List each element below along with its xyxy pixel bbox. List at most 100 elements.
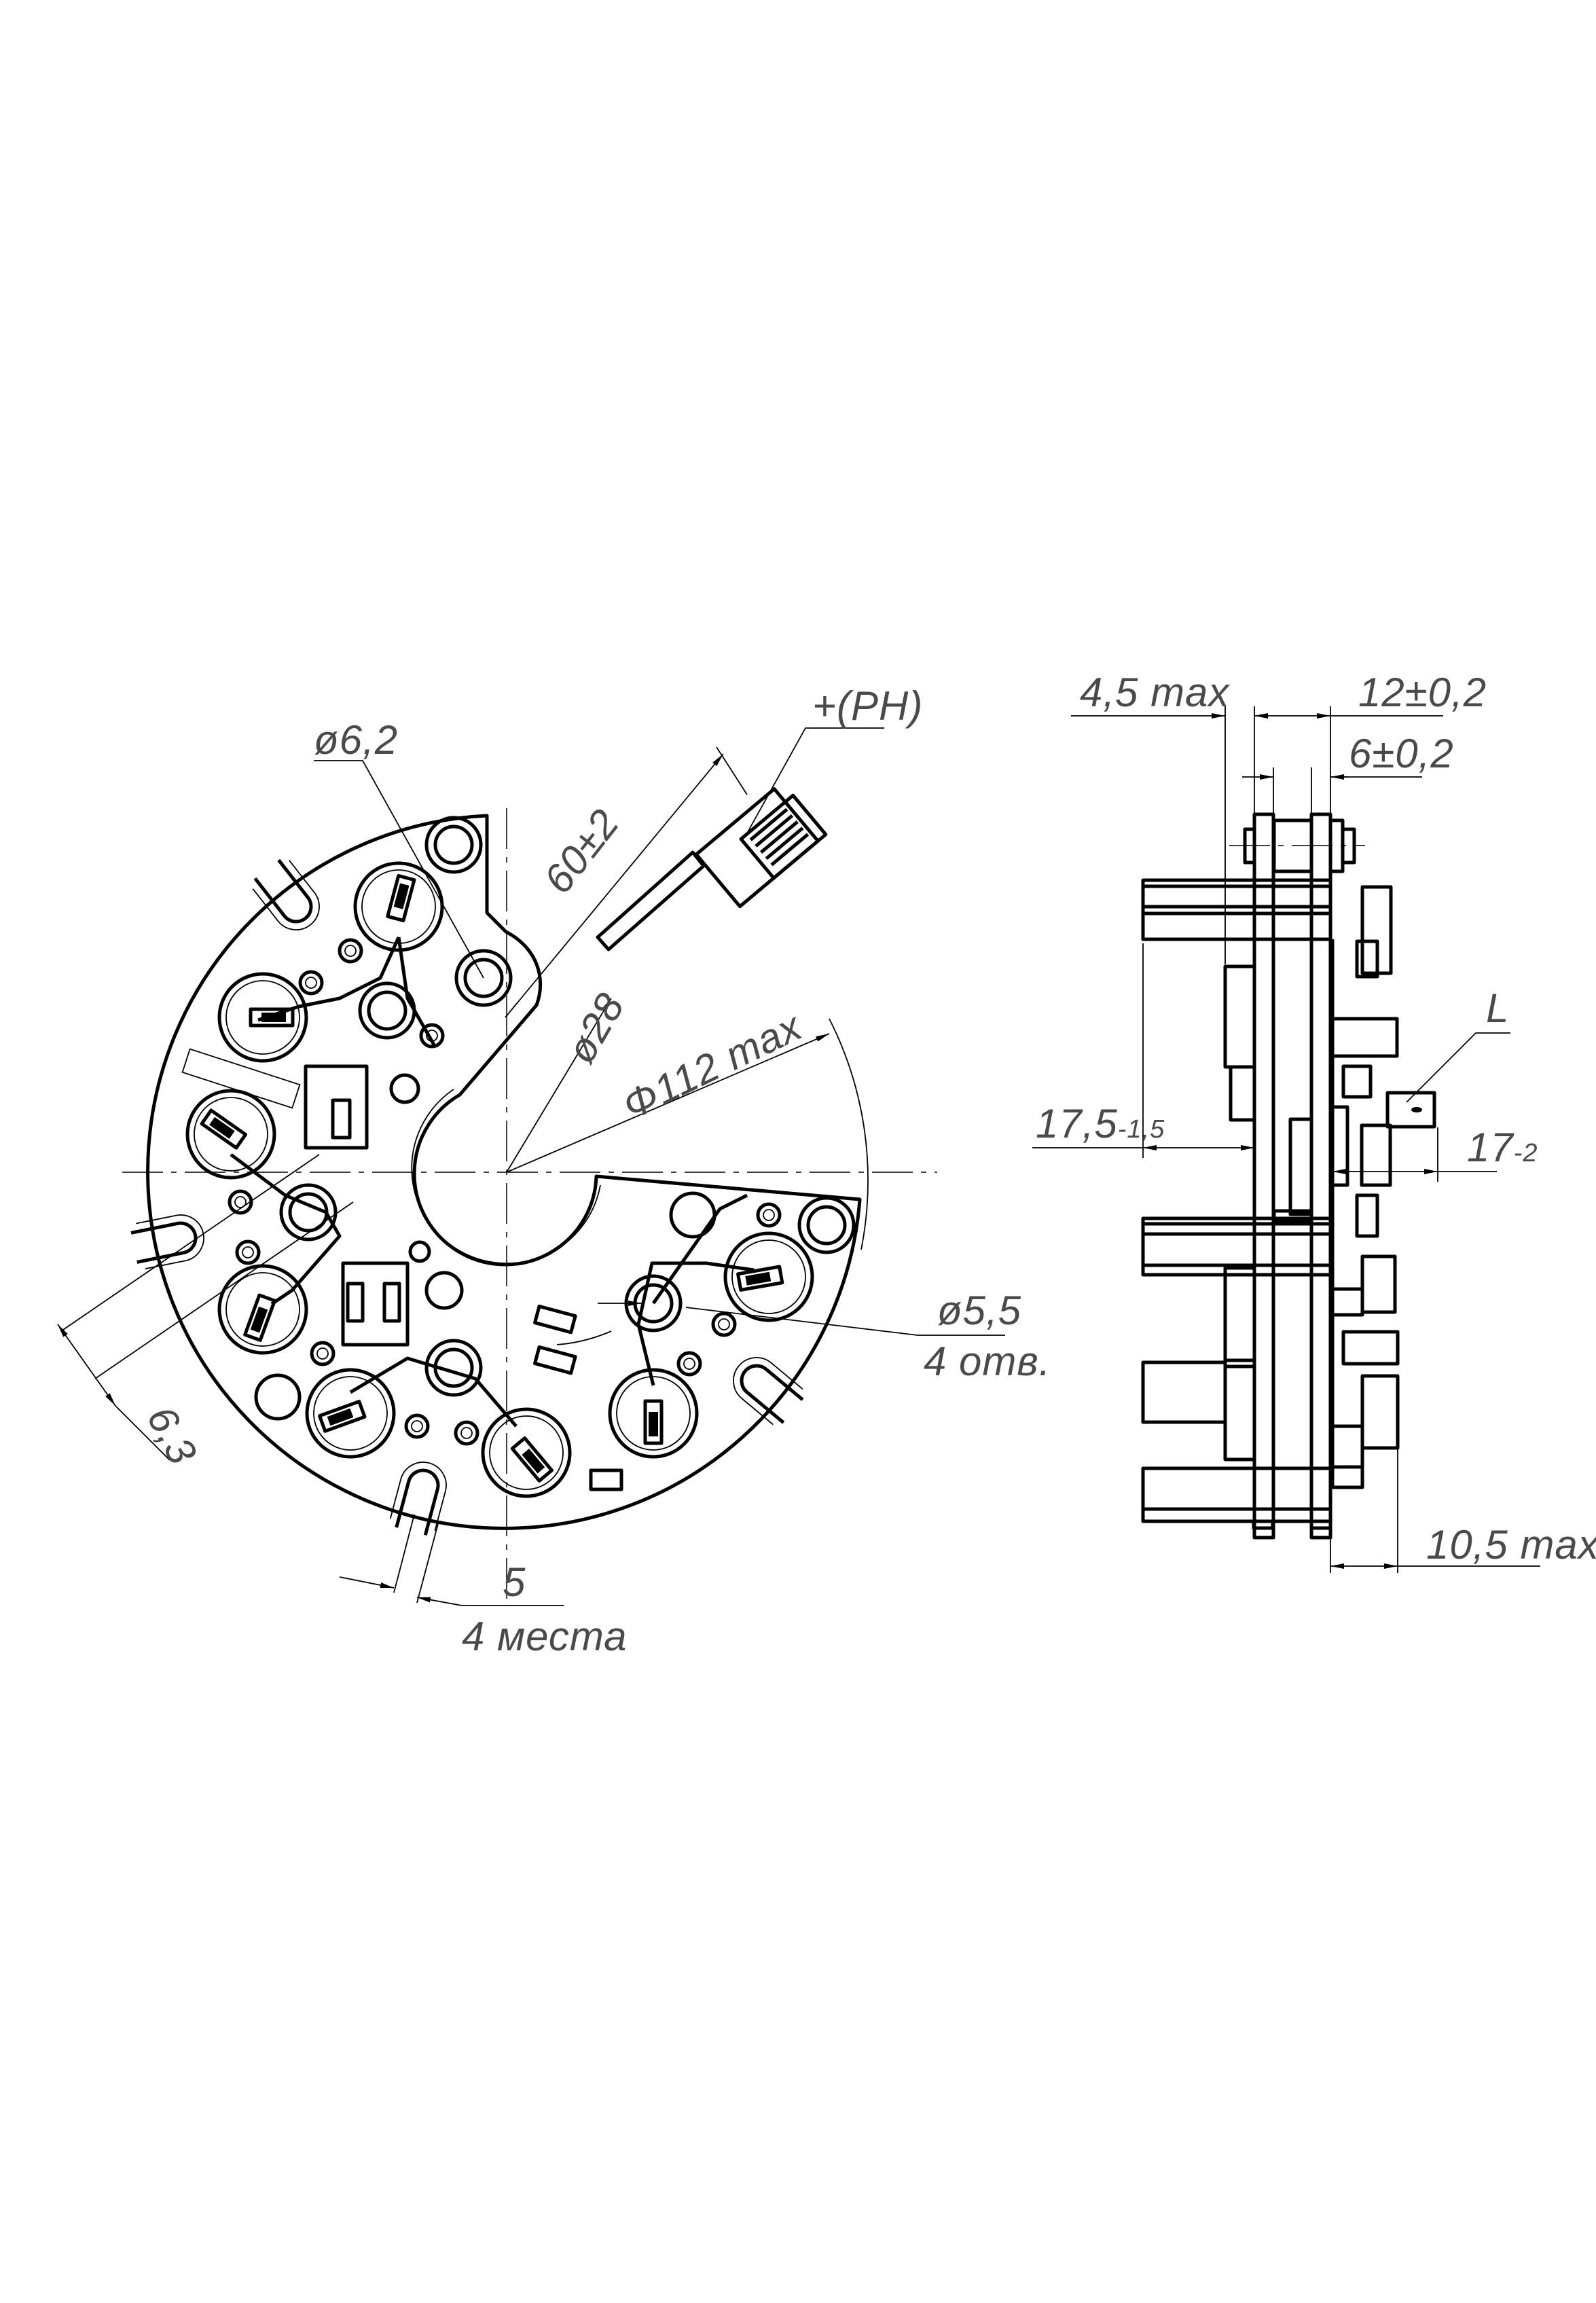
diode-body: [1223, 964, 1256, 1069]
hole: [424, 1271, 464, 1310]
small-hole: [456, 1422, 477, 1444]
component: [1341, 1064, 1373, 1099]
side-view: 4,5 max 12±0,2 6±0,2 L 17,5-1,5 17-2 10,: [1032, 670, 1596, 1573]
ext-line: [716, 746, 748, 795]
leader-mount-holes: [685, 1307, 1005, 1336]
diode-body: [1141, 1360, 1227, 1424]
hole: [254, 1373, 302, 1421]
dim-height1: 17,5-1,5: [1036, 1101, 1165, 1146]
rectifier-plate-outline: [146, 814, 862, 1530]
dim-offset: 6,3: [139, 1399, 206, 1472]
insulator-bar: [1141, 878, 1332, 941]
component: [1330, 1105, 1349, 1187]
component: [1360, 1254, 1397, 1314]
front-view: ø6,2 60±2 +(PH) ø28 Φ112 max ø5,5 4 отв.…: [57, 683, 1051, 1659]
small-hole: [678, 1353, 700, 1375]
dim-slot-width: 5: [503, 1559, 526, 1605]
small-hole: [237, 1241, 259, 1263]
component: [533, 1345, 577, 1375]
holes: [230, 818, 854, 1444]
mounting-slot: [388, 1457, 451, 1537]
component: [1360, 1123, 1392, 1187]
diode: [170, 1074, 291, 1195]
plate: [636, 1193, 755, 1386]
ext-line: [94, 1201, 354, 1379]
terminal-ph: [596, 787, 828, 951]
diode-body: [1223, 1266, 1256, 1362]
dim-line-ext: [115, 1405, 170, 1461]
dim-back-depth: 10,5 max: [1426, 1522, 1596, 1567]
dim-hole-diameter: ø6,2: [314, 717, 398, 763]
connecting-plates: [181, 936, 755, 1491]
component: [1360, 1374, 1400, 1450]
ext-line: [60, 1154, 320, 1332]
terminal-hole: [1411, 1107, 1422, 1112]
plate-negative: [1309, 812, 1332, 1540]
component: [533, 1304, 577, 1335]
small-hole: [312, 1343, 333, 1364]
diode-cap: [1229, 1065, 1256, 1122]
dim-outer-diameter: Φ112 max: [615, 1003, 809, 1129]
label-area: [181, 1048, 301, 1109]
outer-diameter-arc: [829, 1018, 869, 1250]
terminal-label: +(PH): [812, 683, 923, 729]
component: [1330, 1465, 1364, 1489]
insulator-bar: [1141, 1216, 1332, 1277]
dim-plates-span: 12±0,2: [1358, 670, 1487, 715]
dimensions-side: 4,5 max 12±0,2 6±0,2 L 17,5-1,5 17-2 10,: [1032, 670, 1596, 1573]
component: [1330, 1287, 1364, 1317]
hole: [408, 1240, 431, 1263]
mounting-slot: [724, 1348, 808, 1429]
dim-line-offset: [57, 1324, 116, 1407]
terminal-strip: [596, 850, 706, 951]
diode: [295, 1358, 406, 1469]
dim-line-length: [505, 753, 724, 1018]
mounting-slot: [130, 1211, 208, 1270]
component: [346, 1282, 365, 1323]
ext-line: [393, 1514, 415, 1593]
dim-height2: 17-2: [1467, 1125, 1538, 1170]
component: [1341, 1330, 1400, 1366]
terminal-l-label: L: [1486, 985, 1509, 1031]
ext-line: [416, 1521, 439, 1603]
mount-hole: [799, 1198, 854, 1252]
hole: [669, 1191, 717, 1239]
mount-hole: [427, 818, 481, 872]
dim-line-outer: [506, 1033, 830, 1173]
component: [1355, 939, 1379, 979]
leader-terminal-l: [1406, 1032, 1510, 1103]
dim-overhang: 4,5 max: [1080, 670, 1230, 715]
arrow: [416, 1597, 463, 1606]
inner-arc: [556, 1330, 612, 1345]
dim-center-hole: ø28: [558, 985, 633, 1071]
mount-hole-count: 4 отв.: [924, 1339, 1051, 1384]
small-hole: [230, 1191, 251, 1213]
terminal-connector: [694, 787, 828, 909]
dim-plate-gap: 6±0,2: [1349, 731, 1454, 776]
small-hole: [713, 1313, 735, 1335]
diode-body: [1223, 1364, 1256, 1462]
marking-rect: [589, 1468, 623, 1491]
diode: [207, 1254, 319, 1365]
terminal-l: [1385, 1091, 1436, 1129]
small-hole: [300, 972, 322, 994]
slot-count: 4 места: [462, 1614, 628, 1659]
plate: [230, 1153, 342, 1306]
center-hole-inner-edge: [411, 1089, 601, 1264]
leader-d-hole: [314, 760, 484, 979]
small-hole: [406, 1415, 428, 1437]
dim-mount-hole-diameter: ø5,5: [937, 1288, 1021, 1333]
diode: [465, 1392, 587, 1514]
leader-terminal: [747, 727, 884, 833]
component: [1330, 1017, 1399, 1058]
component: [331, 1098, 352, 1140]
arrow: [339, 1576, 395, 1589]
component: [1355, 1193, 1379, 1238]
component: [341, 1261, 410, 1347]
small-hole: [758, 1204, 780, 1226]
diode-body: [1288, 1117, 1313, 1216]
component: [382, 1282, 401, 1323]
plate: [257, 936, 437, 1047]
